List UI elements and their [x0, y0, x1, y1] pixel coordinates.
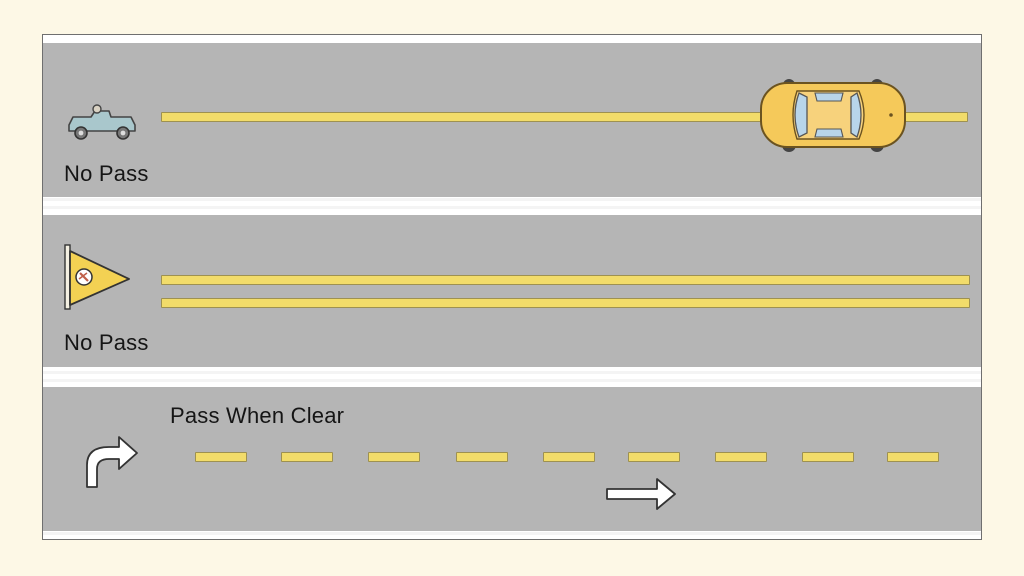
dashed-line-segment [543, 452, 595, 462]
road-diagram: No Pass No Pass Pass When Clear [42, 34, 982, 540]
dashed-line-segment [887, 452, 939, 462]
road-edge-line [43, 532, 981, 535]
right-arrow-icon [606, 478, 676, 510]
car-icon [760, 79, 906, 152]
lane-label: Pass When Clear [170, 403, 345, 428]
road-edge-line [43, 206, 981, 209]
double-yellow-line-bottom [161, 298, 970, 308]
no-passing-pennant-icon [64, 244, 130, 310]
jeep-icon [68, 104, 136, 140]
dashed-line-segment [715, 452, 767, 462]
dashed-line-segment [195, 452, 247, 462]
dashed-line-segment [456, 452, 508, 462]
lane-label: No Pass [64, 330, 149, 355]
lane-label: No Pass [64, 161, 149, 186]
lane-pass-when-clear: Pass When Clear [43, 387, 981, 531]
dashed-line-segment [281, 452, 333, 462]
dashed-line-segment [628, 452, 680, 462]
curved-arrow-icon [86, 436, 138, 488]
lane-no-pass-single: No Pass [43, 43, 981, 197]
road-edge-line [43, 198, 981, 201]
dashed-line-segment [802, 452, 854, 462]
road-edge-line [43, 371, 981, 374]
road-edge-line [43, 379, 981, 382]
lane-no-pass-double: No Pass [43, 215, 981, 367]
dashed-line-segment [368, 452, 420, 462]
double-yellow-line-top [161, 275, 970, 285]
solid-yellow-line [161, 112, 968, 122]
